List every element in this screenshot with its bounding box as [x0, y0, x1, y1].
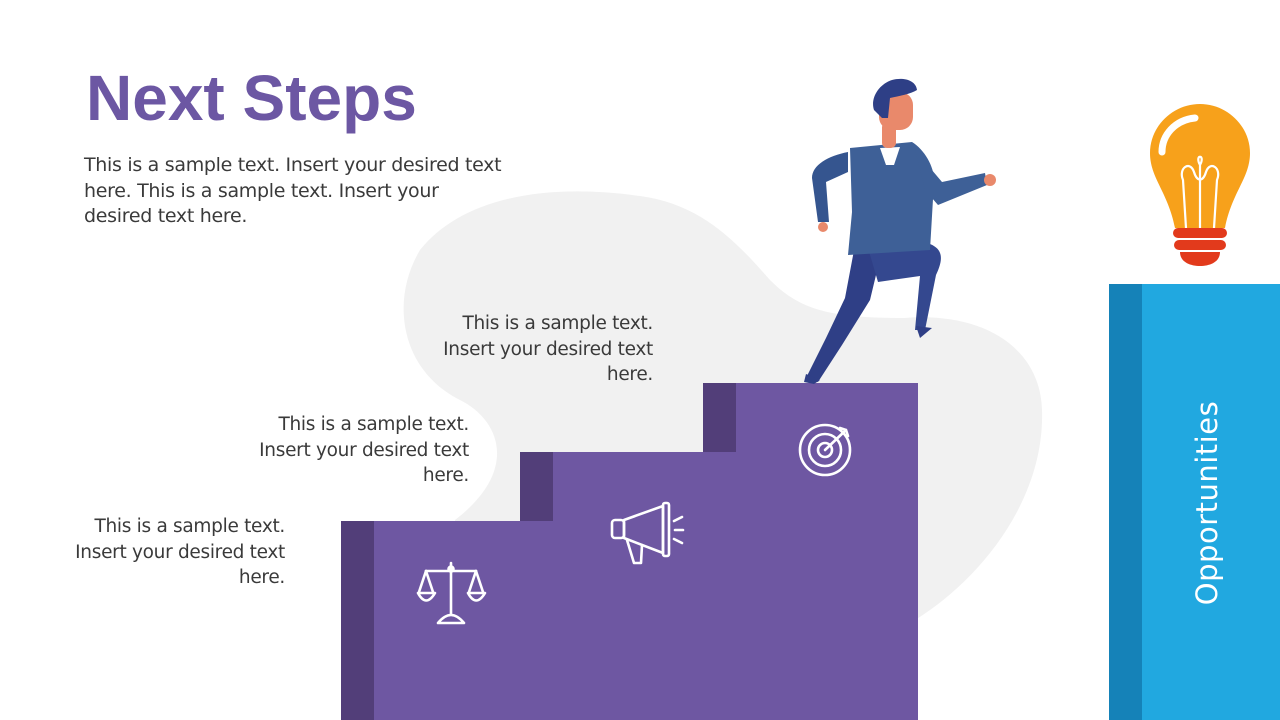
man-right-arm [915, 150, 987, 205]
pillar-label: Opportunities [1190, 400, 1224, 606]
pillar-side [1109, 284, 1142, 720]
stair-step-3-side [703, 383, 736, 452]
staircase [341, 383, 918, 720]
man-hand-left [818, 222, 828, 232]
running-man [804, 78, 996, 384]
man-left-arm [812, 152, 848, 222]
step-1-text: This is a sample text. Insert your desir… [75, 516, 285, 588]
stair-step-1-side [341, 521, 374, 720]
opportunities-pillar [1109, 284, 1280, 720]
scale-icon [416, 561, 487, 625]
intro-text: This is a sample text. Insert your desir… [84, 154, 502, 227]
pillar-face [1142, 284, 1280, 720]
man-foot-front [916, 326, 932, 338]
man-hair [873, 78, 917, 118]
man-front-leg [868, 244, 941, 330]
man-back-leg [806, 245, 882, 382]
megaphone-icon [610, 501, 685, 565]
stair-step-2-side [520, 452, 553, 521]
man-collar [880, 147, 900, 165]
step-2-text: This is a sample text. Insert your desir… [259, 414, 469, 486]
man-torso [848, 142, 935, 255]
stair-face [374, 383, 918, 720]
target-icon [798, 423, 852, 477]
page-title: Next Steps [86, 62, 417, 134]
step-3-text: This is a sample text. Insert your desir… [443, 313, 653, 385]
man-hand [984, 174, 996, 186]
lightbulb-icon [1150, 104, 1250, 266]
man-foot-back [804, 374, 820, 384]
